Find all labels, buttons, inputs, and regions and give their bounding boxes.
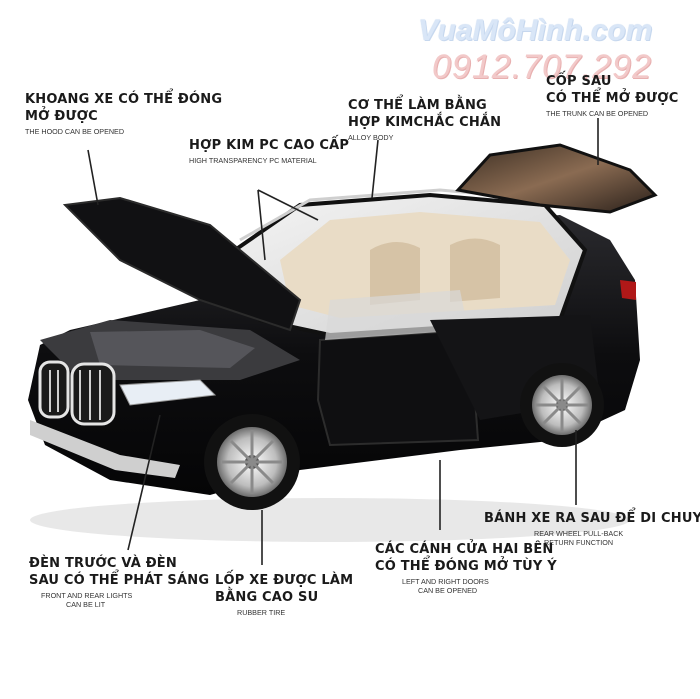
front-wheel (204, 414, 300, 510)
callout-trunk: CỐP SAU CÓ THỂ MỞ ĐƯỢC THE TRUNK CAN BE … (546, 73, 679, 118)
callout-wheel-vn1: BÁNH XE RA SAU ĐỂ DI CHUYỂN (484, 511, 700, 526)
callout-wheel-en2: RETURN FUNCTION (544, 538, 614, 547)
open-hood (62, 196, 302, 332)
callout-lights-vn2: SAU CÓ THỂ PHÁT SÁNG (29, 573, 210, 588)
callout-wheel: BÁNH XE RA SAU ĐỂ DI CHUYỂN REAR WHEEL P… (484, 510, 700, 547)
callout-doors-vn2: CÓ THỂ ĐÓNG MỞ TÙY Ý (375, 559, 557, 574)
callout-tire-vn2: BẰNG CAO SU (215, 590, 319, 605)
leader-body (371, 139, 379, 199)
taillight (620, 280, 636, 300)
leader-hood (87, 149, 99, 206)
callout-doors-en2: CAN BE OPENED (418, 586, 478, 595)
callout-tire-en1: RUBBER TIRE (237, 608, 286, 617)
callout-trunk-vn2: CÓ THỂ MỞ ĐƯỢC (546, 91, 679, 106)
open-trunk (455, 143, 658, 214)
rear-wheel (520, 363, 604, 447)
callout-hood-vn2: MỞ ĐƯỢC (25, 109, 98, 124)
headlight (119, 379, 217, 406)
watermark-brand: VuaMôHình.com (418, 14, 653, 47)
ground-shadow (30, 498, 630, 542)
callout-body-vn1: CƠ THỂ LÀM BẰNG (348, 98, 487, 113)
leader-lines (87, 118, 599, 565)
callout-body-vn2: HỢP KIMCHẮC CHẮN (348, 115, 502, 130)
callout-wheel-en1: REAR WHEEL PULL-BACK (534, 529, 624, 538)
callout-body: CƠ THỂ LÀM BẰNG HỢP KIMCHẮC CHẮN ALLOY B… (348, 97, 501, 142)
callout-tire: LỐP XE ĐƯỢC LÀM BẰNG CAO SU RUBBER TIRE (215, 572, 353, 617)
engine-cover (90, 330, 255, 368)
callout-pc-en1: HIGH TRANSPARENCY PC MATERIAL (189, 156, 317, 165)
callout-trunk-en1: THE TRUNK CAN BE OPENED (546, 109, 649, 118)
callout-hood-vn1: KHOANG XE CÓ THỂ ĐÓNG (25, 92, 223, 107)
callout-lights-en2: CAN BE LIT (66, 600, 106, 609)
callout-hood-en1: THE HOOD CAN BE OPENED (25, 127, 125, 136)
door-window (325, 290, 468, 340)
bumper-chrome (30, 420, 180, 478)
interior-seats (370, 238, 500, 305)
watermark-phone: 0912.707.292 (432, 48, 652, 86)
callout-doors: CÁC CÁNH CỬA HAI BÊN CÓ THỂ ĐÓNG MỞ TÙY … (375, 541, 557, 595)
callout-pc: HỢP KIM PC CAO CẤP HIGH TRANSPARENCY PC … (189, 137, 349, 165)
callout-trunk-vn1: CỐP SAU (546, 74, 612, 89)
callout-body-en1: ALLOY BODY (348, 133, 394, 142)
callout-doors-vn1: CÁC CÁNH CỬA HAI BÊN (375, 542, 554, 557)
callout-lights-en1: FRONT AND REAR LIGHTS (41, 591, 133, 600)
callout-pc-vn1: HỢP KIM PC CAO CẤP (189, 138, 350, 153)
callout-lights: ĐÈN TRƯỚC VÀ ĐÈN SAU CÓ THỂ PHÁT SÁNG FR… (29, 555, 209, 609)
leader-pc-left (257, 189, 266, 261)
callout-lights-vn1: ĐÈN TRƯỚC VÀ ĐÈN (29, 556, 177, 571)
callout-hood: KHOANG XE CÓ THỂ ĐÓNG MỞ ĐƯỢC THE HOOD C… (25, 91, 222, 136)
callout-tire-vn1: LỐP XE ĐƯỢC LÀM (215, 573, 354, 588)
callout-doors-en1: LEFT AND RIGHT DOORS (402, 577, 489, 586)
leader-pc-right (257, 189, 319, 221)
leader-lights (127, 414, 161, 551)
kidney-grille (38, 360, 116, 426)
